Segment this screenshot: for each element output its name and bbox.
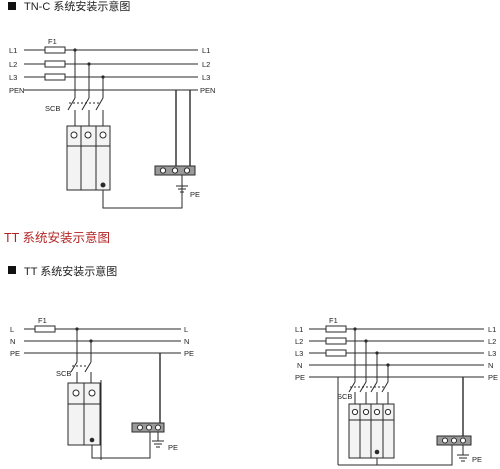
tt3-label-l2-right: L2 — [488, 337, 496, 346]
tnc-label-l3-left: L3 — [9, 73, 17, 82]
tt1-label-n-left: N — [10, 337, 15, 346]
tt3-fuse-label: F1 — [329, 316, 338, 325]
tt3-scb-switch — [348, 381, 389, 404]
tnc-scb-label: SCB — [45, 104, 60, 113]
tt3-label-l1-right: L1 — [488, 325, 496, 334]
tt1-spd-ground-wire — [91, 432, 151, 459]
tnc-label-pen-left: PEN — [9, 86, 24, 95]
tnc-label-l2-left: L2 — [9, 60, 17, 69]
tt-three-phase: F1 L1 L2 L3 N PE L1 L2 L3 N PE SCB — [295, 316, 498, 466]
tt-red-title: TT 系统安装示意图 — [4, 230, 110, 245]
tt3-scb-label: SCB — [337, 392, 352, 401]
tt3-label-l2-left: L2 — [295, 337, 303, 346]
tnc-spd-ground-wire — [102, 172, 183, 209]
tt3-label-l3-right: L3 — [488, 349, 496, 358]
tt3-label-l3-left: L3 — [295, 349, 303, 358]
tt3-earth-bar — [436, 435, 472, 446]
tt3-ground-icon — [457, 445, 469, 462]
tnc-pe-label: PE — [190, 190, 200, 199]
tnc-scb-switch — [67, 97, 104, 126]
tt3-spd-module — [348, 403, 395, 459]
tt1-earth-bar — [131, 422, 165, 433]
tt1-label-l-left: L — [10, 325, 14, 334]
tt1-spd-module — [67, 382, 101, 446]
tnc-spd-module — [66, 125, 111, 191]
tt3-label-n-left: N — [297, 361, 302, 370]
tt1-label-n-right: N — [184, 337, 189, 346]
tt3-spd-ground-wire — [376, 445, 453, 466]
tt3-pe-label: PE — [472, 455, 482, 464]
tt3-label-pe-left: PE — [295, 373, 305, 382]
tnc-label-l2-right: L2 — [202, 60, 210, 69]
tnc-label-l1-right: L1 — [202, 46, 210, 55]
tt-single-phase: F1 L N PE L N PE SCB — [10, 316, 194, 460]
tnc-label-l3-right: L3 — [202, 73, 210, 82]
tt3-fuse-l2 — [325, 337, 347, 345]
tt1-fuse-label: F1 — [38, 316, 47, 325]
tnc-fuse-label: F1 — [48, 37, 57, 46]
tt1-pe-label: PE — [168, 443, 178, 452]
tt1-label-pe-left: PE — [10, 349, 20, 358]
tnc-label-l1-left: L1 — [9, 46, 17, 55]
tnc-label-pen-right: PEN — [200, 86, 215, 95]
tt1-scb-label: SCB — [56, 369, 71, 378]
tnc-title: TN-C 系统安装示意图 — [24, 0, 130, 13]
tnc-fuse-l1 — [44, 46, 66, 54]
tnc-earth-bar — [154, 165, 196, 176]
tt3-fuse-l3 — [325, 349, 347, 357]
tnc-title-square-icon — [8, 2, 16, 10]
tnc-fuse-l3 — [44, 73, 66, 81]
tt3-label-pe-right: PE — [488, 373, 498, 382]
tt1-scb-switch — [70, 361, 92, 383]
tt1-fuse — [34, 325, 56, 333]
tt1-ground-icon — [152, 432, 164, 448]
tt1-label-pe-right: PE — [184, 349, 194, 358]
tnc-section: TN-C 系统安装示意图 F1 L1 L2 L3 PEN L1 L2 L3 PE… — [8, 0, 215, 209]
tt-title: TT 系统安装示意图 — [24, 264, 117, 278]
tnc-fuse-l2 — [44, 60, 66, 68]
tt3-label-l1-left: L1 — [295, 325, 303, 334]
tt3-label-n-right: N — [488, 361, 493, 370]
tt1-label-l-right: L — [184, 325, 188, 334]
tt-title-square-icon — [8, 266, 16, 274]
tt3-fuse-l1 — [325, 325, 347, 333]
tnc-ground-icon — [176, 175, 188, 193]
